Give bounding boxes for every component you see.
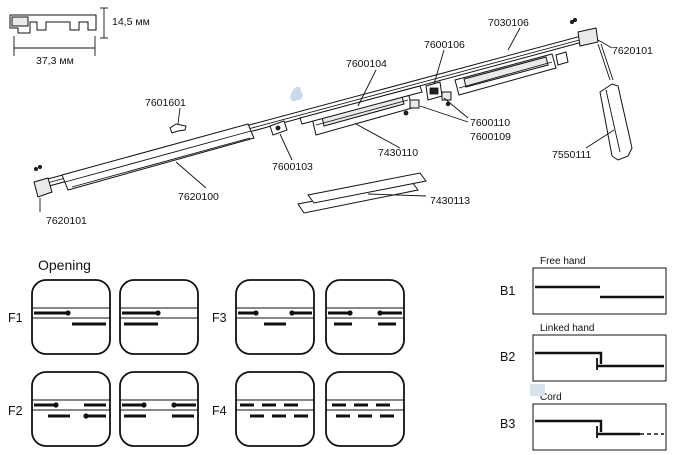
- scheme-f2-left: [31, 371, 111, 447]
- scheme-f4-right: [325, 371, 405, 447]
- part-label-clip-a: 7600110: [470, 117, 510, 129]
- exploded-track: [33, 17, 633, 214]
- part-label-clip-b: 7600109: [470, 131, 511, 143]
- part-label-runner-body: 7430110: [378, 147, 418, 159]
- glider-back: [307, 172, 427, 204]
- part-label-carrier: 7600103: [272, 161, 313, 173]
- front-rail: [61, 123, 255, 191]
- part-label-wand: 7550111: [552, 149, 591, 161]
- cord-highlight: [530, 384, 545, 396]
- row-label-f2: F2: [8, 404, 23, 418]
- row-label-f1: F1: [8, 311, 23, 325]
- scheme-f1-right: [119, 279, 199, 355]
- part-labels: 7030106 7620101 7600104 7600106 7601601 …: [46, 17, 653, 227]
- scheme-f3-right: [325, 279, 405, 355]
- profile-cross-section: 14,5 мм 37,3 мм: [9, 7, 150, 67]
- hand-code-b1: B1: [500, 284, 515, 298]
- profile-height-label: 14,5 мм: [112, 16, 150, 28]
- profile-width-label: 37,3 мм: [36, 55, 74, 67]
- part-label-rail-top: 7030106: [488, 17, 529, 29]
- hand-code-b2: B2: [500, 350, 515, 364]
- scheme-f3-left: [235, 279, 315, 355]
- hand-title-b1: Free hand: [540, 256, 586, 267]
- clip-a: [409, 99, 420, 109]
- hand-title-b2: Linked hand: [540, 323, 595, 334]
- scheme-f4-left: [235, 371, 315, 447]
- part-label-hook: 7601601: [145, 97, 186, 109]
- hand-code-b3: B3: [500, 417, 515, 431]
- scheme-f1-left: [31, 279, 111, 355]
- part-label-runner-mid: 7600104: [346, 58, 387, 70]
- scheme-f2-right: [119, 371, 199, 447]
- part-label-glider: 7430113: [430, 195, 470, 207]
- hand-type-cord: [532, 403, 667, 451]
- part-label-bracket-top: 7600106: [424, 39, 465, 51]
- wand: [599, 83, 633, 161]
- opening-title: Opening: [38, 257, 91, 273]
- row-label-f4: F4: [212, 404, 227, 418]
- runner-mid: [299, 85, 423, 125]
- hand-title-b3: Cord: [540, 392, 562, 403]
- part-label-end-cap-right: 7620101: [612, 45, 653, 57]
- part-label-front-rail: 7620100: [178, 191, 219, 203]
- row-label-f3: F3: [212, 311, 227, 325]
- part-label-end-cap-left: 7620101: [46, 215, 87, 227]
- clip-b: [441, 91, 452, 101]
- hand-type-linked: [532, 334, 667, 382]
- hook: [169, 123, 187, 134]
- hand-type-free: [532, 267, 667, 315]
- end-cap-right: [577, 27, 599, 47]
- end-cap-left: [33, 177, 53, 198]
